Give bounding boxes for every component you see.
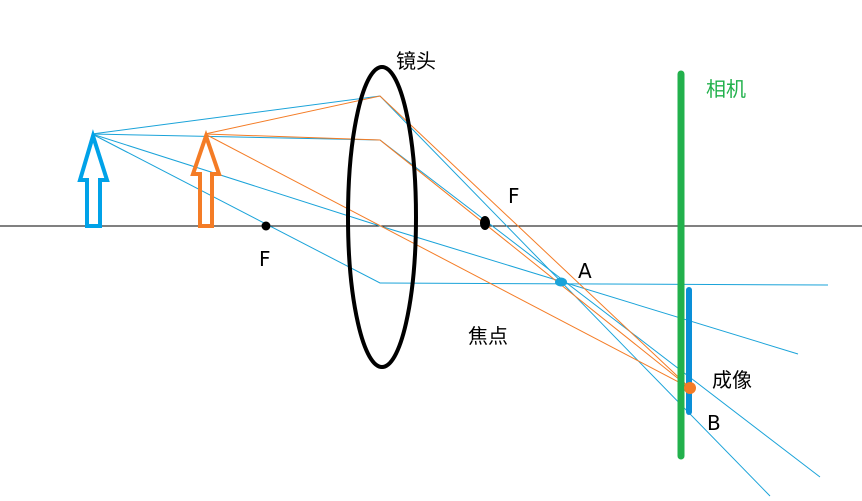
blue-ray-4 — [91, 133, 799, 355]
focus-label-right: F — [508, 184, 520, 208]
orange-ray-3 — [204, 133, 691, 389]
orange-ray-2 — [204, 133, 691, 389]
orange-object-arrow — [190, 129, 222, 228]
focus-dot-right — [480, 216, 490, 230]
lens-label: 镜头 — [396, 49, 436, 73]
point-b-label: B — [707, 411, 721, 435]
image-label: 成像 — [712, 368, 752, 392]
blue-ray-3 — [91, 133, 829, 286]
camera-label: 相机 — [706, 77, 746, 101]
blue-ray-1 — [91, 95, 771, 497]
blue-object-arrow — [77, 129, 110, 228]
lens-ellipse — [346, 65, 418, 369]
orange-rays — [204, 95, 691, 389]
point-a-dot — [555, 277, 567, 287]
image-orange-point — [684, 382, 696, 394]
point-a-label: A — [578, 259, 592, 283]
orange-ray-1 — [204, 95, 691, 389]
blue-rays — [91, 95, 829, 497]
focus-dot-left — [261, 221, 271, 231]
focal-point-label: 焦点 — [468, 324, 508, 348]
focus-label-left: F — [259, 247, 271, 271]
